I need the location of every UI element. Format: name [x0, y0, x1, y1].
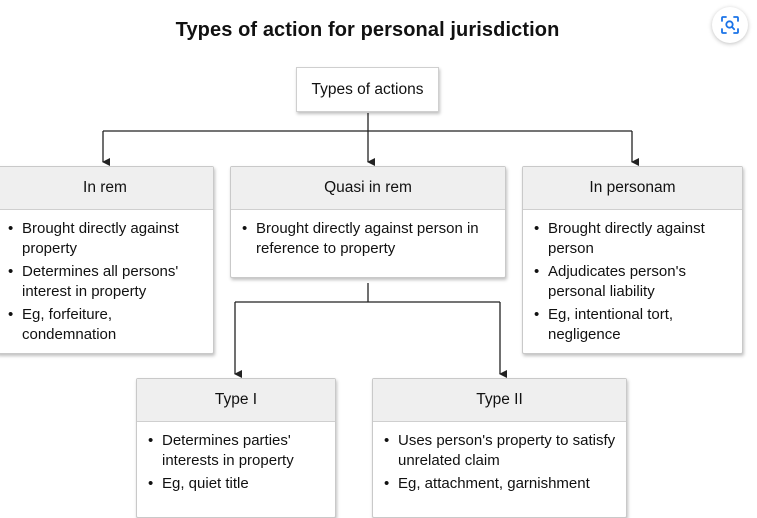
type-1-list: Determines parties' interests in propert… — [137, 422, 335, 494]
quasi-in-rem-box: Quasi in rem Brought directly against pe… — [230, 166, 506, 278]
list-item: Uses person's property to satisfy unrela… — [383, 431, 618, 470]
type-2-heading: Type II — [373, 379, 626, 422]
types-of-actions-box: Types of actions — [296, 67, 439, 112]
type-1-box: Type I Determines parties' interests in … — [136, 378, 336, 518]
list-item: Eg, intentional tort, negligence — [533, 305, 734, 344]
type-1-heading: Type I — [137, 379, 335, 422]
list-item: Brought directly against property — [7, 219, 205, 258]
visual-search-button[interactable] — [712, 7, 748, 43]
in-rem-box: In rem Brought directly against property… — [0, 166, 214, 354]
diagram-title: Types of action for personal jurisdictio… — [175, 19, 560, 41]
list-item: Brought directly against person — [533, 219, 734, 258]
list-item: Eg, forfeiture, condemnation — [7, 305, 205, 344]
list-item: Brought directly against person in refer… — [241, 219, 497, 258]
in-rem-list: Brought directly against property Determ… — [0, 210, 213, 344]
list-item: Eg, quiet title — [147, 474, 327, 494]
in-rem-heading: In rem — [0, 167, 213, 210]
list-item: Eg, attachment, garnishment — [383, 474, 618, 494]
list-item: Adjudicates person's personal liability — [533, 262, 734, 301]
in-personam-heading: In personam — [523, 167, 742, 210]
in-personam-list: Brought directly against person Adjudica… — [523, 210, 742, 344]
connector-lines — [102, 113, 639, 378]
type-2-list: Uses person's property to satisfy unrela… — [373, 422, 626, 494]
quasi-in-rem-heading: Quasi in rem — [231, 167, 505, 210]
quasi-in-rem-list: Brought directly against person in refer… — [231, 210, 505, 258]
visual-search-icon — [721, 16, 739, 34]
in-personam-box: In personam Brought directly against per… — [522, 166, 743, 354]
type-2-box: Type II Uses person's property to satisf… — [372, 378, 627, 518]
list-item: Determines parties' interests in propert… — [147, 431, 327, 470]
list-item: Determines all persons' interest in prop… — [7, 262, 205, 301]
